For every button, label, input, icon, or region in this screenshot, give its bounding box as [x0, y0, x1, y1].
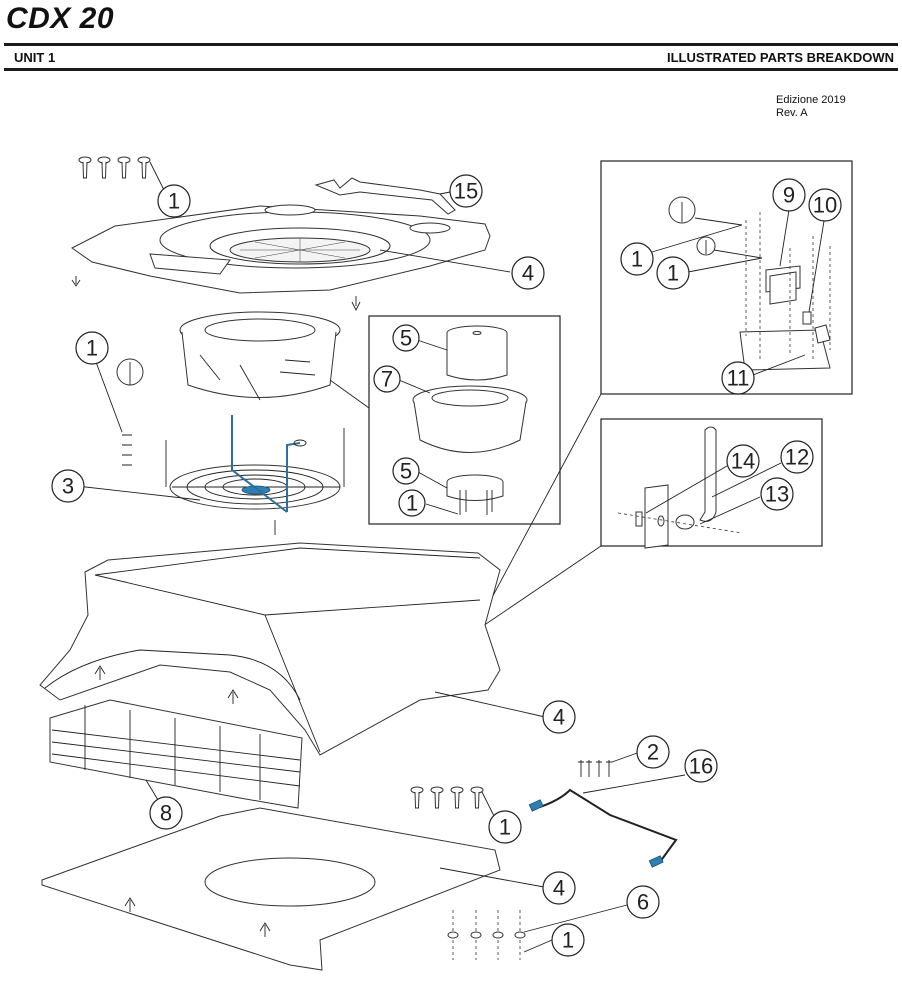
motor-part — [446, 325, 508, 381]
callout-8: 8 — [149, 796, 183, 830]
fan-impeller-part — [179, 311, 341, 401]
callout-5: 5 — [392, 324, 420, 352]
callout-9: 9 — [772, 178, 806, 212]
svg-text:1: 1 — [667, 261, 679, 286]
screw-set-bottom — [410, 786, 484, 809]
callout-2: 2 — [636, 735, 670, 769]
leader-line — [329, 379, 370, 409]
callout-4: 4 — [542, 700, 576, 734]
revision: Rev. A — [776, 107, 808, 119]
unit-label: UNIT 1 — [14, 50, 56, 65]
callout-1: 1 — [656, 256, 690, 290]
fan-guard-part — [165, 415, 345, 535]
callout-7: 7 — [373, 365, 401, 393]
svg-text:10: 10 — [813, 193, 837, 218]
svg-text:1: 1 — [168, 189, 180, 214]
svg-text:6: 6 — [637, 890, 649, 915]
callout-5: 5 — [392, 457, 420, 485]
svg-text:4: 4 — [553, 876, 565, 901]
edition-year: Edizione 2019 — [776, 94, 846, 106]
header-rule-bottom — [4, 68, 898, 71]
svg-text:2: 2 — [647, 740, 659, 765]
fan-detail-box — [368, 315, 561, 525]
callout-1: 1 — [398, 489, 426, 517]
callout-3: 3 — [51, 469, 85, 503]
svg-text:8: 8 — [160, 801, 172, 826]
svg-text:16: 16 — [689, 754, 713, 779]
svg-text:14: 14 — [731, 449, 755, 474]
top-cover-part — [71, 204, 491, 312]
electrical-components — [668, 196, 831, 371]
callout-4: 4 — [511, 256, 545, 290]
fitting-components — [617, 426, 743, 549]
callout-16: 16 — [684, 749, 718, 783]
leader-line — [479, 393, 602, 621]
svg-text:15: 15 — [454, 179, 478, 204]
callout-1: 1 — [157, 184, 191, 218]
callout-10: 10 — [808, 188, 842, 222]
callout-11: 11 — [721, 361, 755, 395]
svg-text:1: 1 — [499, 815, 511, 840]
svg-text:1: 1 — [86, 336, 98, 361]
svg-text:1: 1 — [406, 491, 418, 516]
svg-text:5: 5 — [400, 459, 412, 484]
callout-1: 1 — [488, 810, 522, 844]
callout-1: 1 — [620, 242, 654, 276]
motor-cap-part — [446, 474, 504, 515]
filter-grid-part — [49, 699, 303, 809]
leader-line — [482, 545, 602, 627]
svg-text:1: 1 — [631, 247, 643, 272]
base-fasteners — [447, 910, 526, 960]
housing-part — [39, 542, 501, 756]
svg-text:4: 4 — [522, 261, 534, 286]
callout-15: 15 — [449, 174, 483, 208]
svg-text:13: 13 — [765, 482, 789, 507]
callout-6: 6 — [626, 885, 660, 919]
callout-1: 1 — [551, 923, 585, 957]
svg-text:7: 7 — [381, 367, 393, 392]
svg-text:1: 1 — [562, 928, 574, 953]
svg-text:3: 3 — [62, 474, 74, 499]
screw-set-top — [78, 156, 151, 179]
electrical-detail-box — [600, 160, 853, 395]
callout-12: 12 — [780, 440, 814, 474]
callout-13: 13 — [760, 477, 794, 511]
base-part — [41, 807, 501, 971]
handle-part — [314, 177, 456, 215]
screw-set-2 — [578, 760, 612, 777]
callout-14: 14 — [726, 444, 760, 478]
callout-4: 4 — [542, 871, 576, 905]
fitting-detail-box — [600, 418, 823, 547]
edition-info: Edizione 2019 Rev. A — [776, 94, 846, 120]
cable-part — [528, 788, 678, 868]
svg-text:9: 9 — [783, 183, 795, 208]
svg-text:12: 12 — [785, 445, 809, 470]
svg-text:4: 4 — [553, 705, 565, 730]
header-rule-top — [4, 43, 898, 46]
document-title: CDX 20 — [6, 2, 115, 35]
screw-set-fan — [116, 358, 144, 466]
impeller-detail-part — [412, 385, 528, 453]
svg-text:5: 5 — [400, 326, 412, 351]
callout-1: 1 — [75, 331, 109, 365]
svg-text:11: 11 — [727, 366, 750, 391]
section-title: ILLUSTRATED PARTS BREAKDOWN — [666, 50, 894, 65]
